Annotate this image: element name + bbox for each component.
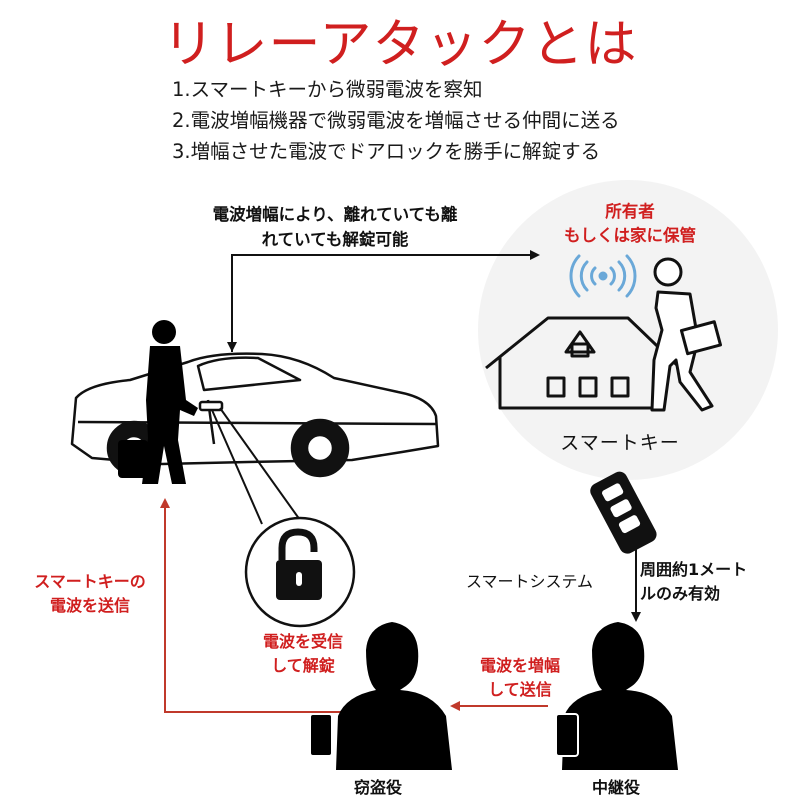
signal-waves-icon — [569, 254, 637, 298]
owner-label: 所有者 もしくは家に保管 — [560, 200, 700, 248]
range-line: 周囲約1メート — [640, 560, 748, 579]
thief-role-label: 窃盗役 — [353, 778, 402, 797]
smart-system-label: スマートシステム — [466, 572, 594, 591]
amplify-send-label: 電波を増幅 して送信 — [450, 654, 590, 702]
owner-line: もしくは家に保管 — [564, 226, 696, 245]
remote-unlock-note: 電波増幅により、離れていても離 れていても解錠可能 — [200, 202, 470, 252]
owner-line: 所有者 — [605, 202, 655, 221]
step-item: 2.電波増幅機器で微弱電波を増幅させる仲間に送る — [172, 109, 620, 132]
walking-man-silhouette — [650, 257, 722, 412]
send-key-line: 電波を送信 — [49, 596, 130, 615]
relay-silhouette — [555, 622, 678, 770]
thief-silhouette — [309, 622, 452, 770]
step-item: 3.増幅させた電波でドアロックを勝手に解錠する — [172, 140, 601, 163]
note-line: 電波増幅により、離れていても離 — [212, 205, 458, 224]
key-fob-icon — [590, 471, 657, 554]
step-item: 1.スマートキーから微弱電波を察知 — [172, 78, 483, 101]
send-key-signal-label: スマートキーの 電波を送信 — [20, 570, 160, 618]
page-title: リレーアタックとは — [162, 15, 638, 75]
range-note: 周囲約1メート ルのみ有効 — [640, 558, 790, 606]
arrow-thief-to-car — [160, 498, 352, 713]
receive-line: して解錠 — [271, 656, 335, 675]
receive-unlock-label: 電波を受信 して解錠 — [238, 630, 368, 678]
receive-line: 電波を受信 — [262, 632, 343, 651]
unlocked-padlock-icon — [276, 528, 322, 600]
range-line: ルのみ有効 — [640, 584, 721, 603]
amplify-line: 電波を増幅 — [479, 656, 560, 675]
smart-key-label: スマートキー — [560, 432, 680, 454]
note-line: れていても解錠可能 — [261, 230, 409, 249]
steps-list: 1.スマートキーから微弱電波を察知 2.電波増幅機器で微弱電波を増幅させる仲間に… — [172, 74, 620, 167]
relay-role-label: 中継役 — [591, 778, 640, 797]
amplify-line: して送信 — [488, 680, 552, 699]
callout-pointer — [211, 407, 301, 525]
driver-silhouette — [118, 320, 198, 484]
send-key-line: スマートキーの — [34, 572, 146, 591]
